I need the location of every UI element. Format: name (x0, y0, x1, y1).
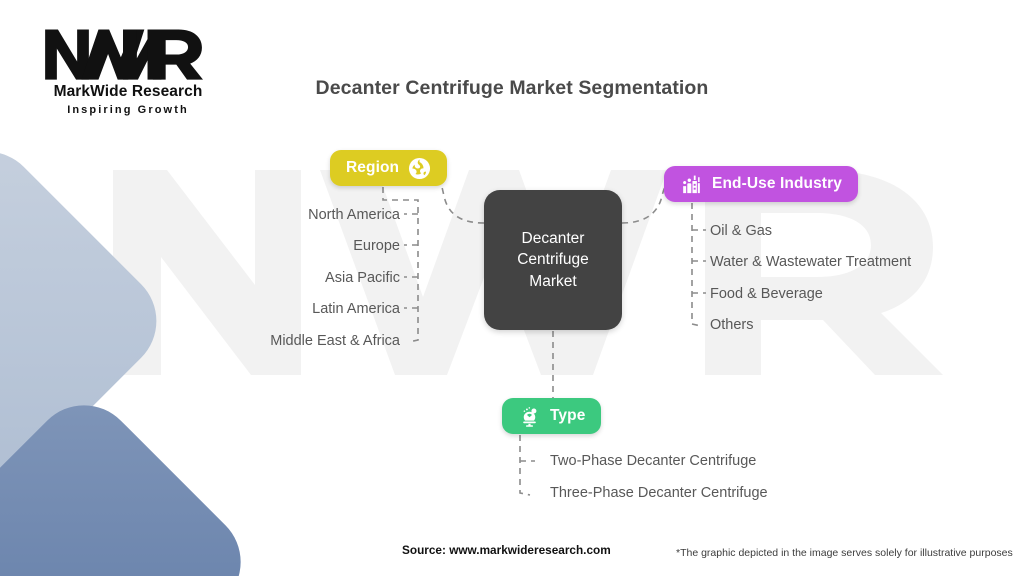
branch-label-region: Region (346, 159, 400, 176)
center-node-line-2: Centrifuge (517, 251, 589, 269)
branch-label-type: Type (550, 407, 586, 424)
leaf-region-1: Europe (353, 238, 400, 254)
leaf-type-1: Three-Phase Decanter Centrifuge (550, 485, 768, 501)
brand-name: MarkWide Research (53, 83, 203, 100)
branch-badge-region[interactable]: Region (330, 150, 448, 186)
mwr-logo-mark-icon (45, 29, 203, 80)
center-node-line-3: Market (529, 272, 577, 290)
center-node-line-1: Decanter (521, 229, 585, 247)
globe-icon (408, 157, 431, 180)
connector-center-enduse (621, 183, 669, 224)
leaf-type-0: Two-Phase Decanter Centrifuge (550, 453, 757, 469)
brand-tagline: Inspiring Growth (67, 104, 189, 116)
leaf-enduse-3: Others (710, 317, 754, 333)
decorative-square-dark (0, 383, 263, 576)
disclaimer-label: *The graphic depicted in the image serve… (676, 547, 1013, 559)
leaf-region-3: Latin America (312, 301, 400, 317)
leaf-enduse-1: Water & Wastewater Treatment (710, 254, 912, 270)
centrifuge-icon (518, 405, 541, 428)
decorative-square-light (0, 130, 178, 512)
brand-logo: MarkWide Research Inspiring Growth (30, 26, 226, 116)
factory-icon (680, 173, 703, 196)
leaf-enduse-0: Oil & Gas (710, 223, 773, 239)
branch-badge-type[interactable]: Type (502, 398, 602, 434)
center-node[interactable]: Decanter Centrifuge Market (484, 190, 622, 330)
branch-badge-end-use-industry[interactable]: End-Use Industry (664, 166, 858, 202)
page-title: Decanter Centrifuge Market Segmentation (315, 77, 709, 99)
leaf-region-2: Asia Pacific (325, 270, 400, 286)
center-node-label: Decanter Centrifuge Market (517, 228, 589, 293)
connector-enduse-spine (691, 203, 702, 327)
leaf-region-0: North America (308, 207, 400, 223)
connector-type-spine (519, 435, 531, 496)
branch-label-end-use-industry: End-Use Industry (712, 175, 842, 192)
source-label: Source: www.markwideresearch.com (402, 543, 611, 557)
leaf-enduse-2: Food & Beverage (710, 286, 823, 302)
leaf-region-4: Middle East & Africa (270, 333, 400, 349)
